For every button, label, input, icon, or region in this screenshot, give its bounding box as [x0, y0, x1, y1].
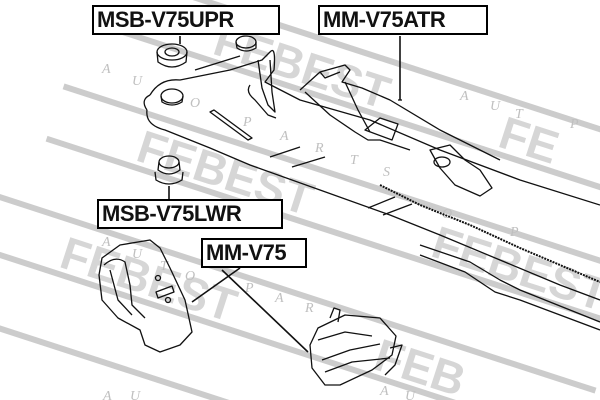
svg-text:U: U	[130, 389, 141, 400]
svg-text:O: O	[190, 96, 200, 111]
svg-text:A: A	[459, 89, 469, 104]
svg-text:U: U	[132, 247, 143, 262]
svg-text:T: T	[515, 107, 524, 122]
svg-text:A: A	[102, 389, 112, 400]
svg-text:P: P	[569, 117, 579, 132]
svg-text:A: A	[101, 62, 111, 77]
part-label-mm-v75atr[interactable]: MM-V75ATR	[318, 5, 488, 35]
svg-text:U: U	[405, 389, 416, 400]
svg-text:R: R	[314, 141, 324, 156]
svg-text:R: R	[304, 301, 314, 316]
svg-text:P: P	[509, 225, 519, 240]
svg-text:T: T	[160, 259, 169, 274]
svg-text:U: U	[132, 74, 143, 89]
svg-text:S: S	[383, 165, 390, 180]
svg-text:A: A	[274, 291, 284, 306]
svg-text:U: U	[490, 99, 501, 114]
svg-text:A: A	[379, 384, 389, 399]
part-label-msb-v75lwr[interactable]: MSB-V75LWR	[97, 199, 283, 229]
crossmember-drawing	[98, 35, 600, 386]
svg-text:A: A	[279, 129, 289, 144]
part-label-msb-v75upr[interactable]: MSB-V75UPR	[92, 5, 280, 35]
svg-text:P: P	[242, 115, 252, 130]
svg-text:T: T	[350, 153, 359, 168]
part-label-mm-v75[interactable]: MM-V75	[201, 238, 307, 268]
svg-text:A: A	[101, 235, 111, 250]
svg-text:O: O	[185, 269, 195, 284]
svg-text:O: O	[442, 207, 452, 222]
svg-text:P: P	[244, 281, 254, 296]
